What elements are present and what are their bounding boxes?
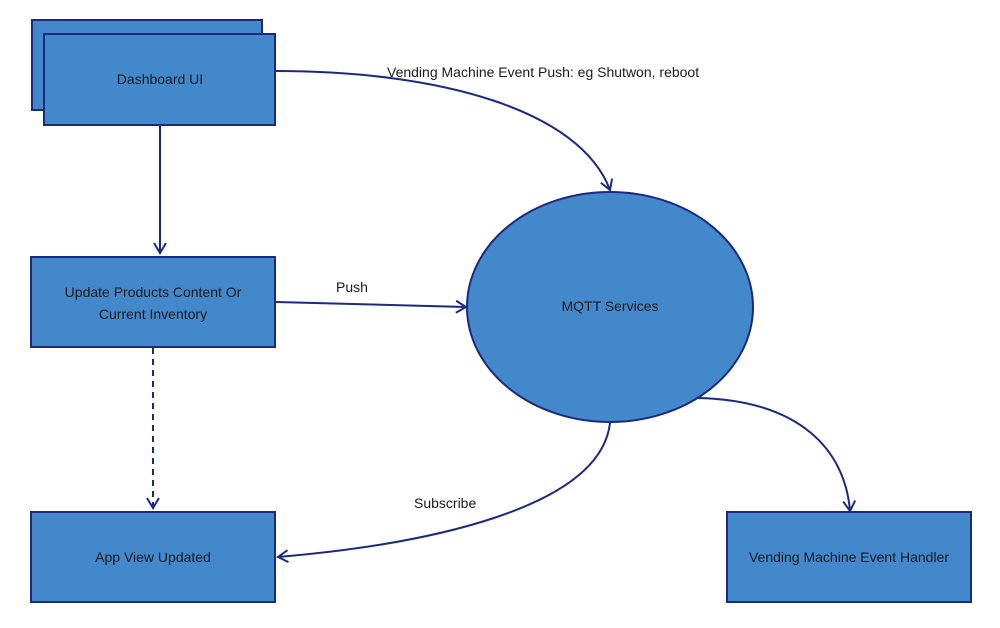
dashboard-ui-node: Dashboard UI	[31, 19, 276, 126]
event-handler-box	[726, 511, 972, 603]
edge-subscribe-label: Subscribe	[414, 495, 476, 511]
edge-push-label: Push	[336, 279, 368, 295]
update-products-label-line1: Update Products Content Or	[65, 284, 242, 300]
update-products-node: Update Products Content Or Current Inven…	[30, 256, 276, 348]
event-handler-label: Vending Machine Event Handler	[749, 549, 949, 565]
mqtt-services-node: MQTT Services	[466, 191, 754, 423]
edge-dashboard-to-mqtt	[275, 70, 614, 192]
app-view-updated-node: App View Updated	[30, 511, 276, 603]
edge-update-to-mqtt	[275, 299, 468, 314]
update-products-label-line2: Current Inventory	[99, 306, 207, 322]
app-view-updated-label: App View Updated	[95, 549, 211, 565]
app-view-updated-box	[30, 511, 276, 603]
edge-mqtt-to-handler	[696, 397, 857, 513]
update-products-box	[30, 256, 276, 348]
dashboard-ui-box	[43, 33, 276, 126]
edge-mqtt-to-appview	[276, 422, 611, 564]
dashboard-ui-label: Dashboard UI	[117, 71, 203, 87]
mqtt-services-label: MQTT Services	[562, 298, 659, 314]
edge-event-push-label: Vending Machine Event Push: eg Shutwon, …	[387, 64, 699, 80]
event-handler-node: Vending Machine Event Handler	[726, 511, 972, 603]
